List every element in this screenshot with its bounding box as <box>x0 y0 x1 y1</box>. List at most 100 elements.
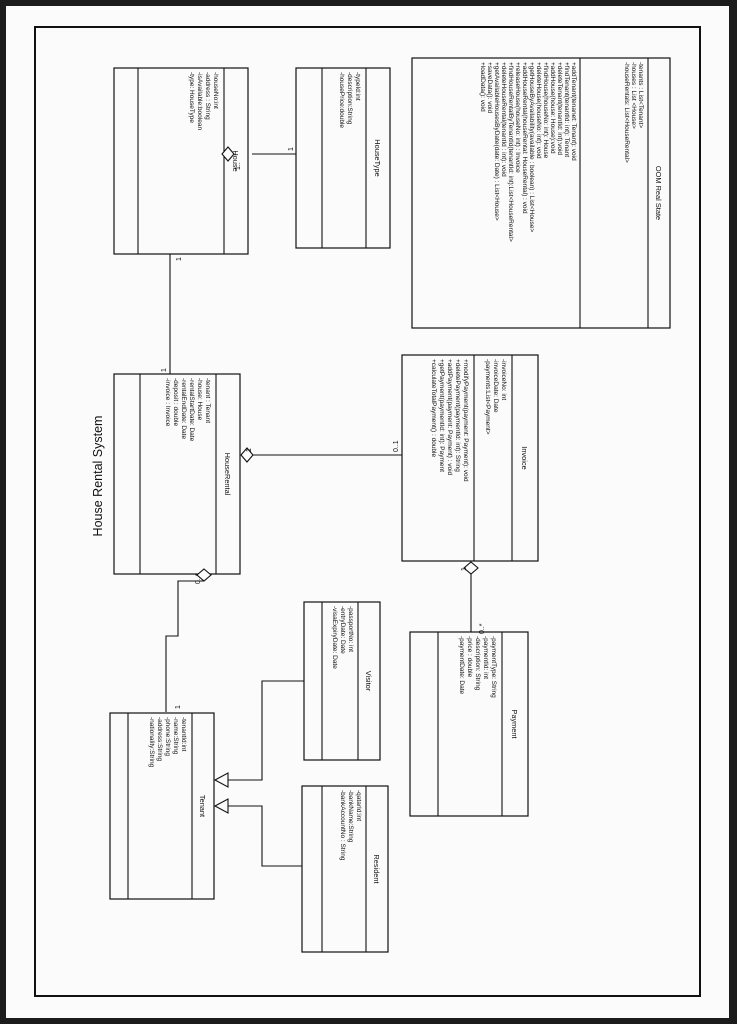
method: +saveData(): void <box>486 62 493 114</box>
attribute: -passportNo: int <box>347 606 354 652</box>
class-box <box>411 57 671 329</box>
attribute: -address : String <box>204 72 211 120</box>
multiplicity-label: 0..* <box>195 573 202 584</box>
method: +calculateTotalPayment() : double <box>430 359 437 457</box>
diagram-border <box>34 26 701 997</box>
generalization-arrow <box>213 798 229 814</box>
attribute: -houseRentals: List<HouseRental> <box>623 62 630 163</box>
multiplicity-label: 1 <box>175 705 182 709</box>
method: +addHouse(house: House):void <box>549 62 556 154</box>
attribute: -bankAccountNo : String <box>339 790 346 861</box>
method: +releaseHouse(houseNo: int) : Invoice <box>514 62 521 173</box>
method: +addTenant(tenanet: Tenant): void <box>570 62 577 161</box>
attribute: -paymentDate: Date <box>458 636 465 695</box>
attribute: -typeId:int <box>354 72 361 101</box>
method: +addHouseRental(houseRental: HouseRental… <box>521 62 528 214</box>
attribute: -qatarId:int <box>355 790 362 821</box>
attribute: -invoiceNo: int <box>500 359 507 400</box>
attribute: -rentalEndDate: Date <box>180 378 187 439</box>
attribute: -bankName:String <box>347 790 354 843</box>
attribute: -payments:List<Payment> <box>484 359 491 435</box>
multiplicity-label: 1 <box>288 147 295 151</box>
attribute: -deposit : double <box>172 378 179 426</box>
multiplicity-label: 1 <box>461 567 468 571</box>
attribute: -name:String <box>172 717 179 755</box>
class-name: Tenant <box>198 795 207 817</box>
attribute: -entryDate: Date <box>339 606 346 654</box>
multiplicity-label: 1 <box>176 257 183 261</box>
multiplicity-label: 0..* <box>479 623 486 634</box>
multiplicity-label: 0..1 <box>393 440 400 452</box>
class-house: House -houseNo:int -address : String -is… <box>113 67 249 255</box>
attribute: -price : double <box>466 636 473 678</box>
generalization-resident-tenant <box>228 805 302 867</box>
class-invoice: Invoice -invoiceNo: int -invoiceDate: Da… <box>401 354 539 562</box>
class-box <box>409 631 529 817</box>
attribute: -isAvailable:boolean <box>196 72 203 130</box>
attribute: -address:String <box>156 717 163 761</box>
attribute: -paymentType: String <box>490 636 497 698</box>
class-house-rental: HouseRental -tenant : Tenant -house: Hou… <box>113 373 241 575</box>
method: +findHouseRentalByTenantId(tenantId: int… <box>507 62 514 242</box>
aggregation-diamond <box>221 146 235 162</box>
class-box <box>113 67 249 255</box>
method: +loadData(): void <box>479 62 486 112</box>
method: +getAvailableHousesByDate(date: Date) : … <box>493 62 500 221</box>
class-oom-real-state: OOM Real State -tenants : List<Tenant> -… <box>411 57 671 329</box>
method: +deletePayment(paymentId: int): String <box>454 359 461 472</box>
method: +deleteHouse(houseNo: int): void <box>535 62 542 159</box>
class-house-type: HouseType -typeId:int -description:Strin… <box>295 67 391 249</box>
class-visitor: Visitor -passportNo: int -entryDate: Dat… <box>303 601 381 761</box>
class-tenant: Tenant -tenantId:int -name:String -phone… <box>109 712 215 900</box>
multiplicity-label: 1.. <box>235 162 242 170</box>
class-name: Invoice <box>520 446 529 469</box>
attribute: -rentalStartDate: Date <box>188 378 195 442</box>
class-payment: Payment -paymentType: String -paymentId:… <box>409 631 529 817</box>
method: +findTenant(tenantId: int): Tenant <box>563 62 570 157</box>
method: +findHouse(houseNo: int): House <box>542 62 549 159</box>
method: +getPayment(paymentId: int): Payment <box>438 359 445 472</box>
class-name: Resident <box>372 854 381 883</box>
generalization-arrow <box>213 772 229 788</box>
attribute: -paymentId: int <box>482 636 489 679</box>
class-name: OOM Real State <box>654 166 663 220</box>
multiplicity-label: 1 <box>161 368 168 372</box>
association-rental-tenant <box>165 580 204 712</box>
attribute: -tenants : List<Tenant> <box>637 62 644 128</box>
class-box <box>401 354 539 562</box>
method: +getHouseByAvailability(available : bool… <box>528 62 535 232</box>
aggregation-diamond <box>463 561 479 575</box>
method: +deleteHouseRental(tenantId : int): void <box>500 62 507 177</box>
diagram-title: House Rental System <box>91 416 105 537</box>
attribute: -type: HouseType <box>188 72 195 123</box>
diagram-page: House -houseNo:int -address : String -is… <box>6 6 729 1018</box>
class-name: HouseRental <box>223 453 232 496</box>
attribute: -houses : List <House> <box>630 62 637 129</box>
method: +addPayment(payment: Payment) : void <box>446 359 453 476</box>
method: +modifyPayment(payment: Payment): void <box>462 359 469 482</box>
attribute: -house: House <box>196 378 203 421</box>
attribute: -houseNo:int <box>212 72 219 109</box>
attribute: -tenant : Tenant <box>204 378 211 423</box>
class-box <box>113 373 241 575</box>
attribute: -description:String <box>346 72 353 125</box>
class-name: Visitor <box>364 671 373 692</box>
attribute: -invoice : Invoice <box>164 378 171 427</box>
uml-class-diagram: House -houseNo:int -address : String -is… <box>34 26 701 997</box>
attribute: -invoiceDate: Date <box>492 359 499 413</box>
attribute: -housePrice:double <box>338 72 345 128</box>
attribute: -phone:String <box>164 717 171 756</box>
attribute: -visaExpiryDate: Date <box>331 606 338 669</box>
class-name: Payment <box>510 709 519 738</box>
generalization-visitor-tenant <box>228 680 304 781</box>
class-name: House <box>231 150 240 171</box>
aggregation-diamond <box>196 568 212 582</box>
attribute: -description: String <box>474 636 481 691</box>
attribute: -nationality:String <box>148 717 155 768</box>
class-name: HouseType <box>373 139 382 176</box>
attribute: -tenantId:int <box>180 717 187 752</box>
multiplicity-label: 1 <box>246 448 253 452</box>
method: +deleteTenant(tenantId: int):void <box>556 62 563 155</box>
class-resident: Resident -qatarId:int -bankName:String -… <box>301 785 389 953</box>
aggregation-diamond <box>240 447 254 463</box>
